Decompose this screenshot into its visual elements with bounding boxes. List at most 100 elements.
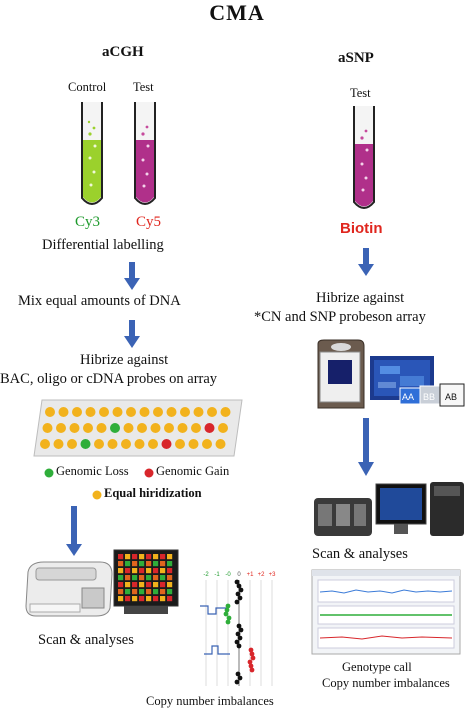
profile-point xyxy=(237,635,243,641)
array-spot xyxy=(112,407,123,417)
profile-point xyxy=(238,587,244,593)
array-spot xyxy=(220,407,231,417)
loss-dot-icon xyxy=(44,468,54,478)
profile-point xyxy=(237,675,243,681)
profile-point xyxy=(225,619,231,625)
monitor-spot xyxy=(153,582,159,588)
test-label-right: Test xyxy=(350,86,371,100)
array-spot xyxy=(164,423,174,433)
array-spot xyxy=(166,407,177,417)
down-arrow-icon xyxy=(66,506,82,556)
diagram-title: CMA xyxy=(209,0,265,25)
down-arrow-icon xyxy=(358,418,374,476)
monitor-spot xyxy=(160,561,166,567)
monitor-spot xyxy=(139,561,145,567)
profile-point xyxy=(236,583,242,589)
axis-tick-label: -0 xyxy=(225,572,231,578)
monitor-spot xyxy=(132,596,138,602)
genotype-ab-label: AB xyxy=(445,392,458,402)
biotin-label: Biotin xyxy=(340,220,383,237)
monitor-spot xyxy=(132,582,138,588)
monitor-spot xyxy=(167,582,173,588)
array-spot xyxy=(175,439,185,449)
step-mix-dna: Mix equal amounts of DNA xyxy=(18,293,181,309)
test-label-left: Test xyxy=(133,80,154,94)
profile-point xyxy=(225,603,231,609)
monitor-spot xyxy=(139,589,145,595)
array-spot xyxy=(110,423,120,433)
monitor-spot xyxy=(118,589,124,595)
scanner-workstation-icon xyxy=(314,482,464,536)
monitor-spot xyxy=(125,554,131,560)
array-spot xyxy=(72,407,82,417)
array-spot xyxy=(58,407,69,417)
monitor-spot xyxy=(132,568,138,574)
genotype-bb-label: BB xyxy=(423,392,436,402)
cy5-label: Cy5 xyxy=(136,214,162,230)
array-scanner-icon xyxy=(25,561,113,617)
monitor-spot xyxy=(125,568,131,574)
monitor-spot xyxy=(167,596,173,602)
array-spot xyxy=(180,407,190,417)
analysis-monitor-icon xyxy=(113,549,179,614)
monitor-spot xyxy=(167,554,173,560)
profile-point xyxy=(248,663,254,669)
array-spot xyxy=(121,439,131,449)
profile-point xyxy=(235,631,241,637)
array-spot xyxy=(215,439,226,449)
array-spot xyxy=(94,439,104,449)
genotype-ab-swatch xyxy=(439,383,465,407)
axis-tick-label: 0 xyxy=(237,572,241,578)
array-spot xyxy=(40,439,50,449)
array-spot xyxy=(99,407,109,417)
monitor-spot xyxy=(146,589,152,595)
monitor-spot xyxy=(118,554,124,560)
profile-point xyxy=(224,607,230,613)
axis-tick-label: -2 xyxy=(203,572,209,578)
monitor-spot xyxy=(153,589,159,595)
down-arrow-icon xyxy=(124,262,140,290)
monitor-spot xyxy=(125,596,131,602)
profile-point xyxy=(236,643,242,649)
monitor-spot xyxy=(160,589,166,595)
profile-point xyxy=(236,623,242,629)
scan-analyses-right: Scan & analyses xyxy=(312,546,408,562)
monitor-spot xyxy=(139,575,145,581)
monitor-spot xyxy=(167,568,173,574)
profile-point xyxy=(238,627,244,633)
monitor-spot xyxy=(153,561,159,567)
monitor-spot xyxy=(160,575,166,581)
monitor-spot xyxy=(125,582,131,588)
profile-point xyxy=(249,651,255,657)
monitor-spot xyxy=(132,554,138,560)
monitor-spot xyxy=(160,596,166,602)
array-spot xyxy=(67,439,77,449)
control-label: Control xyxy=(68,80,107,94)
monitor-spot xyxy=(125,561,131,567)
test-tube-right-icon xyxy=(353,106,375,209)
monitor-spot xyxy=(125,589,131,595)
monitor-spot xyxy=(146,582,152,588)
down-arrow-icon xyxy=(124,320,140,348)
array-spot xyxy=(56,423,66,433)
monitor-spot xyxy=(146,575,152,581)
monitor-spot xyxy=(146,568,152,574)
profile-point xyxy=(226,615,232,621)
array-spot xyxy=(161,439,172,449)
monitor-spot xyxy=(146,596,152,602)
array-spot xyxy=(123,423,134,433)
monitor-spot xyxy=(132,589,138,595)
profile-point xyxy=(248,647,254,653)
monitor-spot xyxy=(118,582,124,588)
profile-point xyxy=(249,667,255,673)
axis-tick-label: +1 xyxy=(247,572,255,578)
legend-genomic-gain: Genomic Gain xyxy=(156,464,230,478)
monitor-spot xyxy=(132,561,138,567)
profile-point xyxy=(235,591,241,597)
step-differential-labelling: Differential labelling xyxy=(42,237,164,253)
array-spot xyxy=(188,439,199,449)
monitor-spot xyxy=(153,568,159,574)
array-spot xyxy=(137,423,147,433)
monitor-spot xyxy=(160,568,166,574)
array-spot xyxy=(80,439,91,449)
